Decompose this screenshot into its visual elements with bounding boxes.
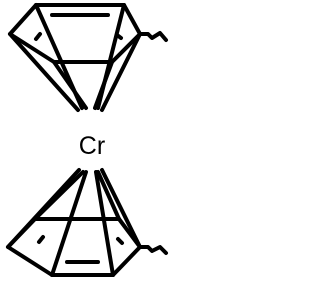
lower-arene-ring	[6, 217, 142, 277]
upper-ethyl-group	[138, 31, 168, 42]
metal-atom-label: Cr	[79, 132, 105, 160]
lower-ring-outline	[6, 217, 142, 277]
lower-ethyl-group	[138, 245, 168, 255]
bis-ethylbenzene-chromium-structure: Cr	[6, 3, 168, 277]
lower-ring-double-bond-right	[116, 237, 124, 245]
lower-ring-double-bond-left	[37, 235, 45, 244]
upper-ring-double-bond-left	[34, 32, 42, 41]
upper-pi-coordination	[8, 3, 142, 112]
